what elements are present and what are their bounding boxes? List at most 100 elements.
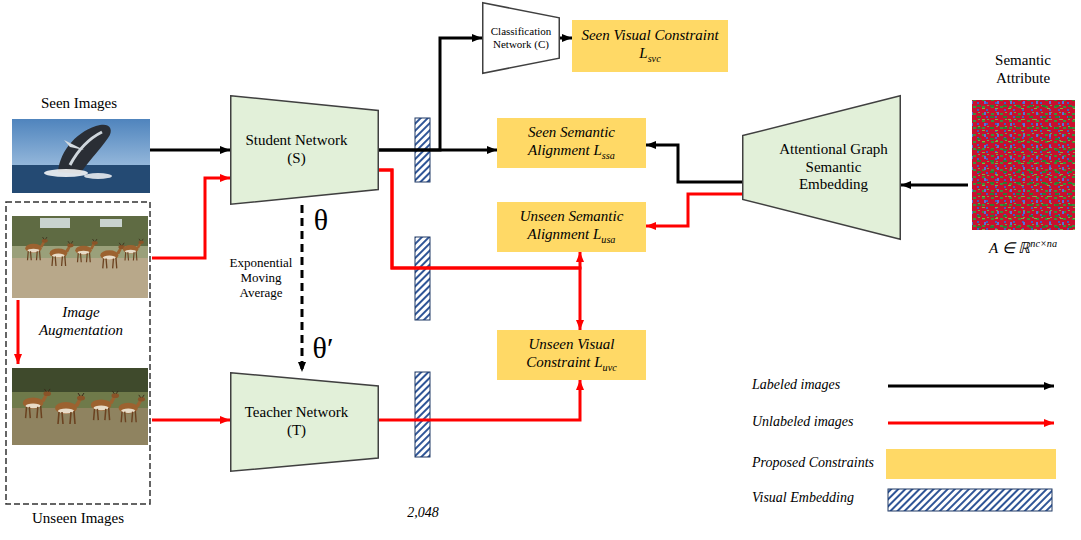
node-text: Student Network (S) <box>245 132 347 166</box>
text-block: Seen Semantic Alignment Lssa <box>503 124 640 161</box>
node-text: Attentional Graph Semantic Embedding <box>779 141 888 192</box>
node-text: Image Augmentation <box>39 304 123 338</box>
augmentation-arrow <box>17 300 20 364</box>
node-text: Unseen Images <box>32 510 124 526</box>
node-text: Teacher Network (T) <box>245 404 348 438</box>
augmented-image-photo <box>12 368 148 445</box>
photo-grass <box>12 258 148 298</box>
visual-embedding-bar <box>415 372 430 457</box>
node-text: usa <box>601 234 615 245</box>
legend-swatch <box>886 449 1056 479</box>
text-block: Seen Visual Constraint Lsvc <box>578 27 722 64</box>
network-trapezoid: Teacher Network (T) <box>230 372 379 472</box>
connector-layer <box>150 38 968 420</box>
matrix-image <box>972 100 1075 230</box>
node-text: Unseen Visual Constraint L <box>526 336 614 370</box>
text-holder: Unseen Visual Constraint Luvc <box>497 330 646 380</box>
text-holder: Image Augmentation <box>26 304 136 339</box>
deer <box>23 389 51 418</box>
photo-trees <box>12 216 148 246</box>
whale-belly <box>70 132 102 165</box>
deer <box>123 239 144 261</box>
embedding-trapezoid: Attentional Graph Semantic Embedding <box>742 95 901 240</box>
legend-text: Proposed Constraints <box>752 455 874 471</box>
image-group: Image AugmentationUnseen Images <box>4 200 152 535</box>
constraint-box: Seen Semantic Alignment Lssa <box>497 118 646 168</box>
semantic-attribute-matrix <box>972 100 1075 230</box>
connector-arrow <box>379 149 497 152</box>
text-holder: Seen Visual Constraint Lsvc <box>572 20 728 72</box>
legend-line-sample <box>888 422 1054 425</box>
photo-ground <box>12 216 148 298</box>
splash <box>44 169 88 177</box>
parameter-symbol: θ <box>306 203 336 238</box>
connector-arrow <box>152 419 230 422</box>
node-text: nc×na <box>1030 238 1057 249</box>
node-text: Seen Images <box>41 95 117 111</box>
text-block: Teacher Network (T) <box>240 404 353 439</box>
classifier-trapezoid: Classification Network (C) <box>482 2 560 74</box>
photo-sky <box>40 218 70 228</box>
text-holder: Unseen Images <box>4 510 152 528</box>
legend-text: Unlabeled images <box>752 414 853 430</box>
text-block: Unseen Visual Constraint Luvc <box>503 336 640 373</box>
connector-arrow <box>646 145 742 182</box>
deer <box>50 241 74 266</box>
text-block: Unseen Images <box>4 510 152 528</box>
deer <box>119 395 145 422</box>
connector-arrow <box>301 205 304 372</box>
node-text: A ∈ ℝ <box>989 240 1030 256</box>
text-block: Image Augmentation <box>26 304 136 339</box>
dimension-label: 2,048 <box>396 505 450 521</box>
constraint-box: Unseen Semantic Alignment Lusa <box>497 202 646 252</box>
text-holder: Teacher Network (T) <box>230 372 379 472</box>
legend-line-sample <box>888 385 1054 388</box>
deer <box>75 239 98 262</box>
text-block: Unseen Semantic Alignment Lusa <box>503 208 640 245</box>
text-holder: A ∈ ℝnc×na <box>968 238 1078 257</box>
connector-arrow <box>560 37 572 40</box>
embedding-trapezoid <box>743 96 901 240</box>
unseen-image-photo <box>12 216 148 298</box>
text-holder: Unseen Semantic Alignment Lusa <box>497 202 646 252</box>
attribute-matrix-box: Semantic Attribute A ∈ ℝnc×na <box>968 52 1078 267</box>
connector-arrow <box>379 380 580 420</box>
network-trapezoid <box>231 373 379 472</box>
node-text: ssa <box>602 150 615 161</box>
text-holder: Seen Images <box>8 95 150 113</box>
photo-trees <box>12 368 148 392</box>
node-text: Semantic Attribute <box>995 52 1051 86</box>
photo-sky <box>100 219 122 227</box>
seen-image-photo <box>12 119 150 193</box>
network-trapezoid <box>231 96 379 205</box>
text-holder: Semantic Attribute <box>968 52 1078 87</box>
text-block: Semantic Attribute <box>968 52 1078 87</box>
photo-grass <box>12 408 148 445</box>
whale-flipper <box>64 140 84 150</box>
text-block: A ∈ ℝnc×na <box>968 238 1078 257</box>
connector-arrow <box>901 184 968 187</box>
text-block: Seen Images <box>8 95 150 113</box>
legend-text: Visual Embedding <box>752 490 854 506</box>
constraint-box: Seen Visual Constraint Lsvc <box>572 20 728 72</box>
deer <box>55 393 85 424</box>
whale-body <box>58 125 111 174</box>
node-text: uvc <box>603 362 617 373</box>
unseen-group-border <box>6 202 150 504</box>
deer <box>100 243 125 269</box>
photo-ground <box>12 368 148 445</box>
text-block: Attentional Graph Semantic Embedding <box>774 141 893 194</box>
visual-embedding-bar <box>415 237 430 320</box>
node-text: Classification Network (C) <box>491 25 552 50</box>
text-holder: Classification Network (C) <box>482 2 560 74</box>
classifier-trapezoid <box>483 3 560 74</box>
edge-label: Exponential Moving Average <box>224 256 298 301</box>
deer <box>25 237 48 260</box>
connector-arrow <box>152 178 230 258</box>
node-text: svc <box>648 53 661 64</box>
photo-sky <box>12 119 150 193</box>
text-block: Classification Network (C) <box>484 25 558 51</box>
text-holder: Seen Semantic Alignment Lssa <box>497 118 646 168</box>
connector-arrow <box>150 149 230 152</box>
